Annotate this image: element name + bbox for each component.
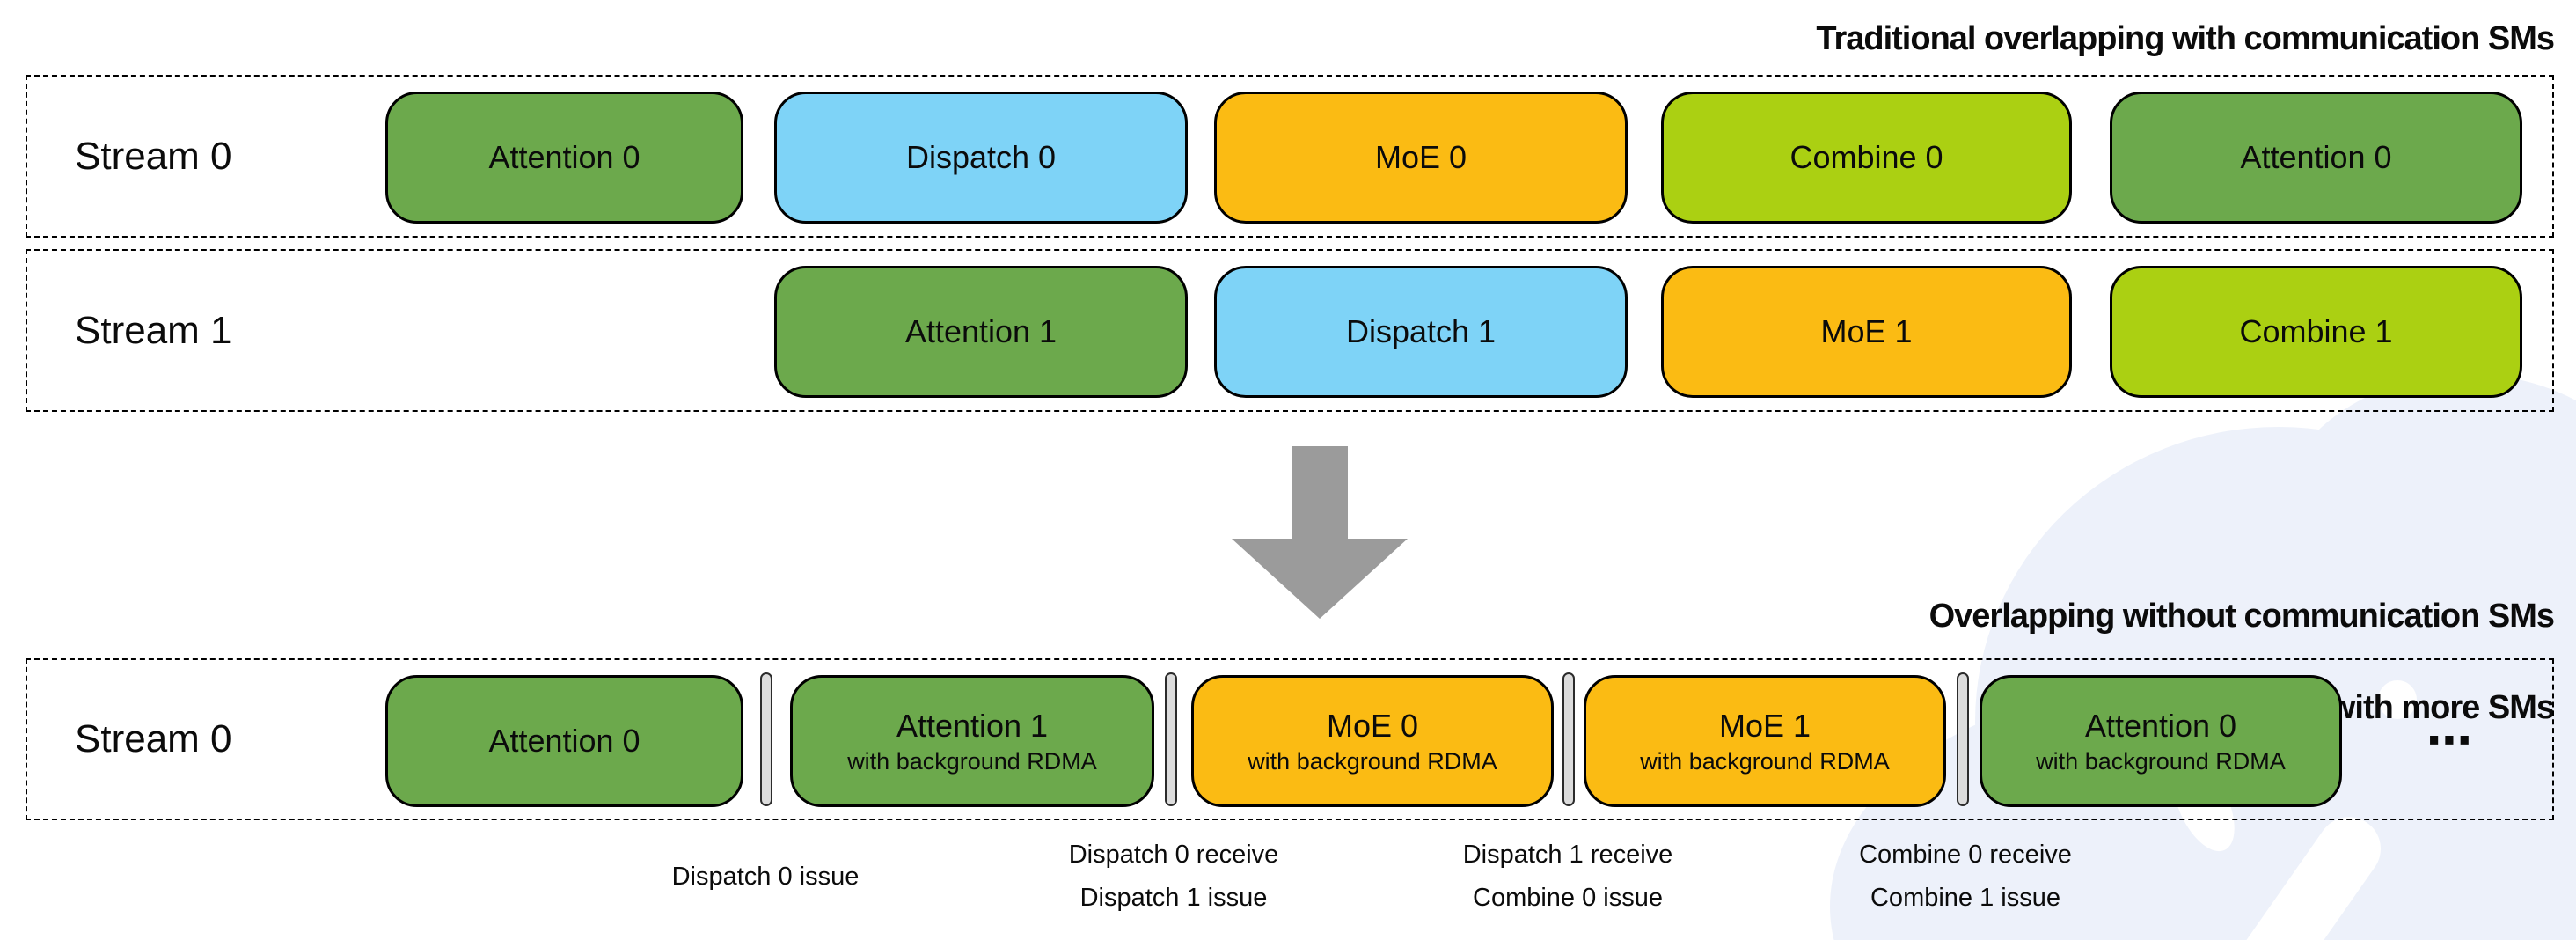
stream-label-stream0: Stream 0 xyxy=(75,134,232,178)
title-traditional-overlapping: Traditional overlapping with communicati… xyxy=(1816,20,2555,57)
task-block-label: Dispatch 1 xyxy=(1345,313,1497,349)
task-block-label: Attention 0 xyxy=(488,139,640,175)
task-block-label: Attention 0 xyxy=(2240,139,2392,175)
sync-annotation-line: Dispatch 0 receive xyxy=(1068,841,1279,869)
continuation-ellipsis: ⋯ xyxy=(2426,716,2476,767)
task-block-moe-0: MoE 0 with background RDMA xyxy=(1191,675,1554,807)
title-optimized-line1: Overlapping without communication SMs xyxy=(1928,598,2555,635)
task-block-label: Dispatch 0 xyxy=(905,139,1057,175)
sync-annotation: Dispatch 0 issue xyxy=(672,833,860,921)
task-block-label: Combine 1 xyxy=(2239,313,2393,349)
stream-box-stream0-traditional: Stream 0 Attention 0 Dispatch 0 MoE 0 Combi… xyxy=(26,75,2554,238)
task-block-attention-0: Attention 0 with background RDMA xyxy=(1980,675,2342,807)
sync-annotation-line: Combine 0 issue xyxy=(1473,884,1663,912)
stream-box-stream1-traditional: Stream 1 Attention 1 Dispatch 1 MoE 1 Combi… xyxy=(26,249,2554,412)
task-block-combine-1: Combine 1 xyxy=(2110,266,2522,398)
task-block-attention-0: Attention 0 xyxy=(385,92,743,224)
task-block-label: MoE 1 xyxy=(1718,708,1811,744)
task-block-subtitle: with background RDMA xyxy=(847,748,1097,775)
stream-label-stream1: Stream 1 xyxy=(75,308,232,352)
task-block-subtitle: with background RDMA xyxy=(2036,748,2286,775)
task-block-dispatch-0: Dispatch 0 xyxy=(774,92,1188,224)
task-block-dispatch-1: Dispatch 1 xyxy=(1214,266,1628,398)
separator-bar xyxy=(760,672,772,806)
sync-annotation-line: Combine 1 issue xyxy=(1870,884,2060,912)
sync-annotation-line: Dispatch 1 issue xyxy=(1079,884,1268,912)
task-block-label: Attention 1 xyxy=(896,708,1049,744)
task-block-label: MoE 1 xyxy=(1820,313,1913,349)
task-block-attention-1: Attention 1 xyxy=(774,266,1188,398)
task-block-combine-0: Combine 0 xyxy=(1661,92,2072,224)
task-block-attention-1: Attention 1 with background RDMA xyxy=(790,675,1154,807)
sync-annotation-line: Dispatch 0 issue xyxy=(671,862,860,891)
separator-bar xyxy=(1165,672,1177,806)
task-block-label: Attention 0 xyxy=(2084,708,2237,744)
task-block-label: Combine 0 xyxy=(1789,139,1943,175)
task-block-label: Attention 1 xyxy=(904,313,1057,349)
task-block-moe-1: MoE 1 with background RDMA xyxy=(1584,675,1946,807)
task-block-label: Attention 0 xyxy=(488,723,640,759)
down-arrow-icon xyxy=(1232,446,1408,619)
sync-annotation-line: Combine 0 receive xyxy=(1859,841,2072,869)
separator-bar xyxy=(1957,672,1969,806)
separator-bar xyxy=(1562,672,1575,806)
sync-annotation-line: Dispatch 1 receive xyxy=(1462,841,1673,869)
task-block-attention-0: Attention 0 xyxy=(385,675,743,807)
task-block-moe-0: MoE 0 xyxy=(1214,92,1628,224)
stream-label-stream0-optimized: Stream 0 xyxy=(75,717,232,760)
task-block-attention-0: Attention 0 xyxy=(2110,92,2522,224)
task-block-subtitle: with background RDMA xyxy=(1640,748,1890,775)
task-block-moe-1: MoE 1 xyxy=(1661,266,2072,398)
stream-box-stream0-optimized: Stream 0 ⋯ Attention 0 Attention 1 with ba… xyxy=(26,658,2554,820)
task-block-label: MoE 0 xyxy=(1326,708,1419,744)
task-block-label: MoE 0 xyxy=(1374,139,1467,175)
task-block-subtitle: with background RDMA xyxy=(1248,748,1497,775)
